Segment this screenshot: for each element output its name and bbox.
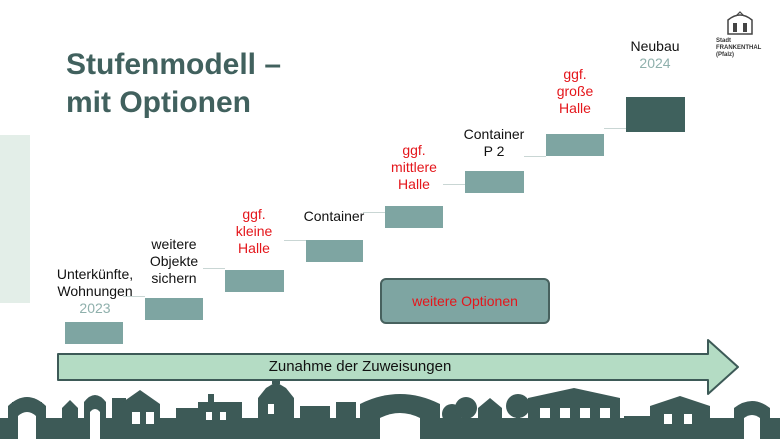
step-label-line: ggf. (563, 66, 587, 82)
step-label-line: ggf. (242, 206, 266, 222)
step-label-8: Neubau 2024 (610, 38, 700, 72)
step-connector (284, 240, 306, 241)
options-label: weitere Optionen (412, 293, 518, 309)
step-bar-2 (145, 298, 203, 320)
step-connector (604, 128, 626, 129)
step-label-line: Halle (398, 176, 430, 192)
step-label-line: Halle (559, 100, 591, 116)
step-label-7: ggf. große Halle (530, 66, 620, 117)
step-year: 2024 (639, 55, 671, 71)
step-label-line: mittlere (391, 159, 437, 175)
step-label-line: große (556, 83, 594, 99)
logo-text: Stadt FRANKENTHAL (Pfalz) (716, 38, 776, 59)
step-label-3: ggf. kleine Halle (214, 206, 294, 257)
logo-line-1: Stadt (716, 38, 731, 44)
logo-line-2: FRANKENTHAL (Pfalz) (716, 45, 762, 58)
step-label-line: sichern (151, 270, 197, 286)
step-label-2: weitere Objekte sichern (124, 236, 224, 287)
step-connector (363, 212, 385, 213)
step-bar-5 (385, 206, 443, 228)
step-label-line: Halle (238, 240, 270, 256)
step-label-5: ggf. mittlere Halle (369, 142, 459, 193)
step-label-line: ggf. (402, 142, 426, 158)
step-label-line: Container (463, 126, 525, 142)
step-label-6: Container P 2 (449, 126, 539, 160)
step-label-line: Wohnungen (57, 283, 133, 299)
step-bar-4 (306, 240, 363, 262)
page-title: Stufenmodell – mit Optionen (66, 46, 281, 122)
step-label-line: weitere (151, 236, 197, 252)
step-label-line: Objekte (149, 253, 199, 269)
step-label-line: Unterkünfte, (56, 266, 134, 282)
step-year: 2023 (79, 300, 111, 316)
step-connector (203, 268, 225, 269)
step-label-line: P 2 (483, 143, 505, 159)
increase-arrow-icon (57, 339, 739, 395)
title-line-2: mit Optionen (66, 86, 251, 119)
title-line-1: Stufenmodell – (66, 48, 282, 81)
step-connector (443, 184, 465, 185)
step-bar-1 (65, 322, 123, 344)
step-label-4: Container (289, 208, 379, 225)
city-skyline-icon (0, 378, 780, 439)
step-connector (123, 296, 145, 297)
city-logo: Stadt FRANKENTHAL (Pfalz) (706, 10, 776, 62)
step-connector (524, 156, 546, 157)
step-label-line: Container (303, 208, 365, 224)
step-bar-8 (626, 97, 685, 132)
arrow-label: Zunahme der Zuweisungen (268, 358, 452, 375)
step-label-line: Neubau (630, 38, 680, 54)
step-bar-3 (225, 270, 284, 292)
side-band (0, 135, 30, 303)
step-bar-7 (546, 134, 604, 156)
city-crest-icon (727, 11, 753, 35)
step-label-1: Unterkünfte, Wohnungen 2023 (30, 266, 160, 317)
step-label-line: kleine (235, 223, 273, 239)
step-bar-6 (465, 171, 524, 193)
options-box: weitere Optionen (380, 278, 550, 324)
